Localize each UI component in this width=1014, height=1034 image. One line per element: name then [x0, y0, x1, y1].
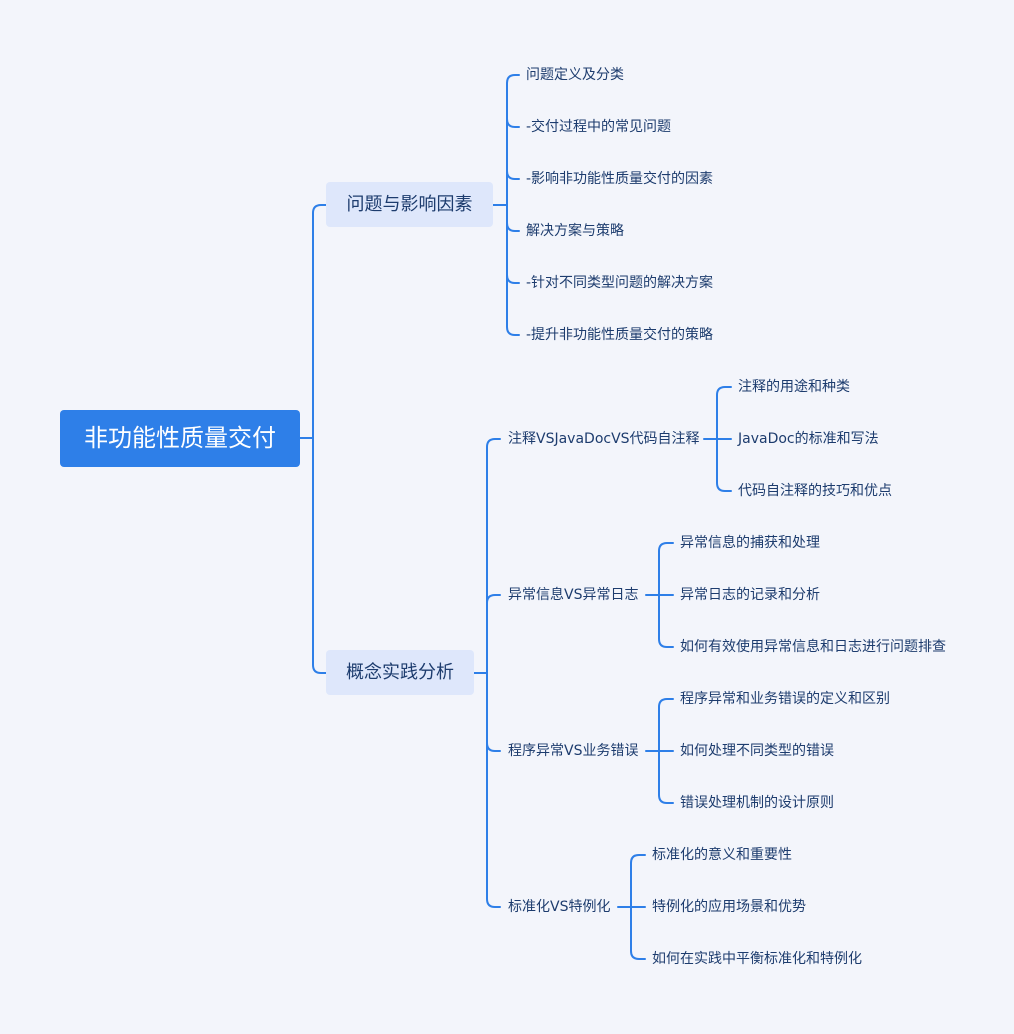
sub-node-exceptions[interactable]: 异常信息VS异常日志 — [508, 587, 639, 603]
leaf-node[interactable]: 标准化的意义和重要性 — [652, 847, 792, 863]
leaf-node[interactable]: 异常信息的捕获和处理 — [680, 535, 820, 551]
sub-node-errors[interactable]: 程序异常VS业务错误 — [508, 743, 639, 759]
leaf-node[interactable]: 如何在实践中平衡标准化和特例化 — [652, 951, 862, 967]
leaf-node[interactable]: -针对不同类型问题的解决方案 — [526, 275, 714, 291]
leaf-node[interactable]: 解决方案与策略 — [526, 223, 624, 239]
leaf-node[interactable]: 特例化的应用场景和优势 — [652, 899, 806, 915]
leaf-node[interactable]: 程序异常和业务错误的定义和区别 — [680, 691, 890, 707]
sub-node-standardization[interactable]: 标准化VS特例化 — [508, 899, 611, 915]
leaf-node[interactable]: 注释的用途和种类 — [738, 379, 850, 395]
leaf-node[interactable]: 错误处理机制的设计原则 — [680, 795, 834, 811]
sub-node-comments[interactable]: 注释VSJavaDocVS代码自注释 — [508, 431, 700, 447]
leaf-node[interactable]: 如何有效使用异常信息和日志进行问题排查 — [680, 639, 946, 655]
root-node[interactable]: 非功能性质量交付 — [60, 410, 300, 467]
leaf-node[interactable]: 问题定义及分类 — [526, 67, 624, 83]
branch-node-problems[interactable]: 问题与影响因素 — [326, 182, 493, 227]
leaf-node[interactable]: -交付过程中的常见问题 — [526, 119, 672, 135]
leaf-node[interactable]: 如何处理不同类型的错误 — [680, 743, 834, 759]
leaf-node[interactable]: JavaDoc的标准和写法 — [738, 431, 879, 447]
leaf-node[interactable]: 代码自注释的技巧和优点 — [738, 483, 892, 499]
branch-node-concepts[interactable]: 概念实践分析 — [326, 650, 474, 695]
leaf-node[interactable]: -提升非功能性质量交付的策略 — [526, 327, 714, 343]
leaf-node[interactable]: -影响非功能性质量交付的因素 — [526, 171, 714, 187]
leaf-node[interactable]: 异常日志的记录和分析 — [680, 587, 820, 603]
